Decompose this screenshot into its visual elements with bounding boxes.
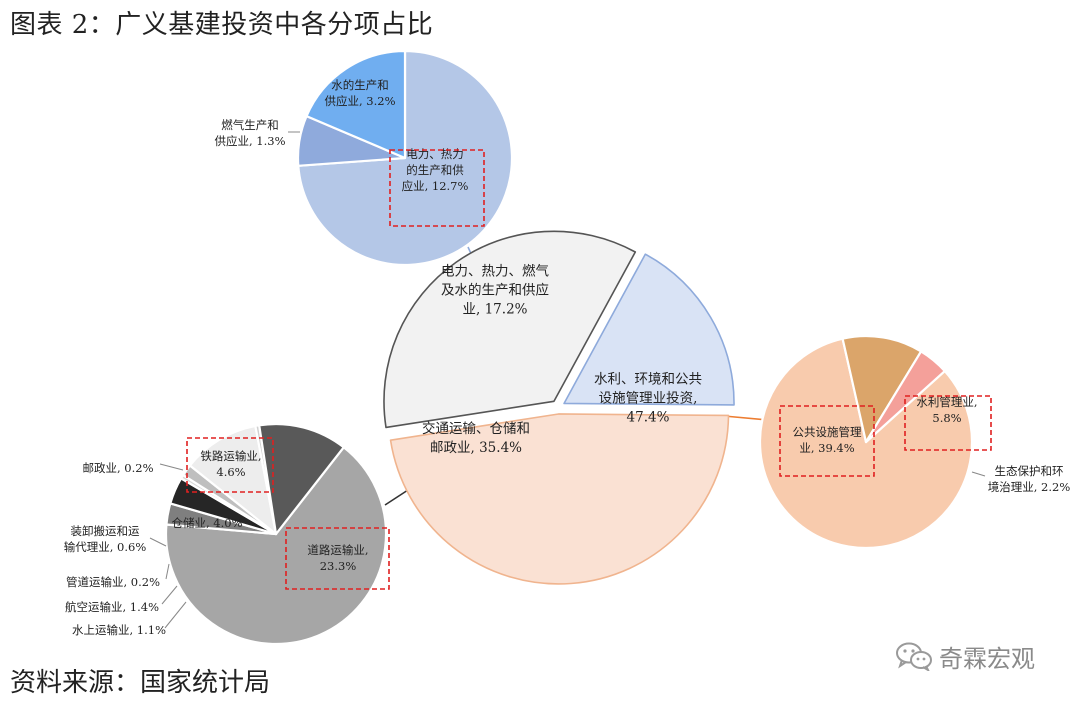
water-highlight-box-0 xyxy=(779,405,875,477)
transport-slice-7 xyxy=(258,422,345,536)
main-slice-2 xyxy=(563,253,735,406)
slice-labels: 水利、环境和公共设施管理业投资,47.4% 交通运输、仓储和邮政业, 35.4% 电… xyxy=(64,78,1071,637)
transport-slice-5 xyxy=(188,424,278,536)
transport-label-2: 航空运输业, 1.4% xyxy=(65,600,159,614)
power-label-0: 电力、热力的生产和供应业, 12.7% xyxy=(402,147,469,193)
water-highlight-box-1 xyxy=(904,395,992,451)
transport-slice-0 xyxy=(164,446,388,646)
main-slice-1 xyxy=(383,230,637,429)
transport-leader-4 xyxy=(149,537,167,547)
transport-label-0: 道路运输业,23.3% xyxy=(307,543,368,573)
pie-water-breakdown xyxy=(758,334,974,550)
power-highlight-box-0 xyxy=(389,149,485,227)
connector-transport xyxy=(384,489,409,506)
water-slice-0 xyxy=(758,337,974,550)
transport-label-7: 铁路运输业,4.6% xyxy=(200,449,261,479)
pie-transport-breakdown xyxy=(164,422,388,646)
water-slice-1 xyxy=(841,334,923,444)
power-label-2: 水的生产和供应业, 3.2% xyxy=(324,78,395,108)
main-label-1: 交通运输、仓储和邮政业, 35.4% xyxy=(422,420,530,456)
transport-label-4: 装卸搬运和运输代理业, 0.6% xyxy=(64,524,147,554)
transport-highlight-box-0 xyxy=(285,527,390,590)
source-note: 资料来源：国家统计局 xyxy=(10,668,271,698)
transport-leader-6 xyxy=(159,463,184,471)
power-slice-2 xyxy=(305,49,407,160)
power-label-1: 燃气生产和供应业, 1.3% xyxy=(214,118,285,148)
transport-label-1: 水上运输业, 1.1% xyxy=(72,623,166,637)
highlight-boxes xyxy=(186,149,992,590)
wechat-icon xyxy=(896,642,932,671)
brand-watermark: 奇霖宏观 xyxy=(895,640,1035,673)
water-label-1: 水利管理业,5.8% xyxy=(916,395,977,425)
transport-leader-1 xyxy=(164,601,187,629)
transport-leader-2 xyxy=(161,585,178,605)
transport-label-3: 管道运输业, 0.2% xyxy=(66,575,160,589)
water-label-0: 公共设施管理业, 39.4% xyxy=(793,425,862,455)
transport-leader-3 xyxy=(165,563,170,580)
transport-label-5: 仓储业, 4.0% xyxy=(171,516,242,530)
pie-main xyxy=(383,230,735,585)
brand-name: 奇霖宏观 xyxy=(939,644,1035,673)
main-label-2: 电力、热力、燃气及水的生产和供应业, 17.2% xyxy=(441,263,549,318)
transport-label-6: 邮政业, 0.2% xyxy=(82,461,153,475)
water-label-2: 生态保护和环境治理业, 2.2% xyxy=(988,464,1071,494)
transport-highlight-box-7 xyxy=(186,437,274,493)
water-leader-2 xyxy=(971,471,986,477)
leader-lines xyxy=(149,131,986,629)
pie-power-breakdown xyxy=(296,49,514,267)
main-slice-0 xyxy=(389,413,730,585)
main-label-0: 水利、环境和公共设施管理业投资,47.4% xyxy=(594,372,702,426)
chart-title: 图表 2：广义基建投资中各分项占比 xyxy=(10,10,434,40)
